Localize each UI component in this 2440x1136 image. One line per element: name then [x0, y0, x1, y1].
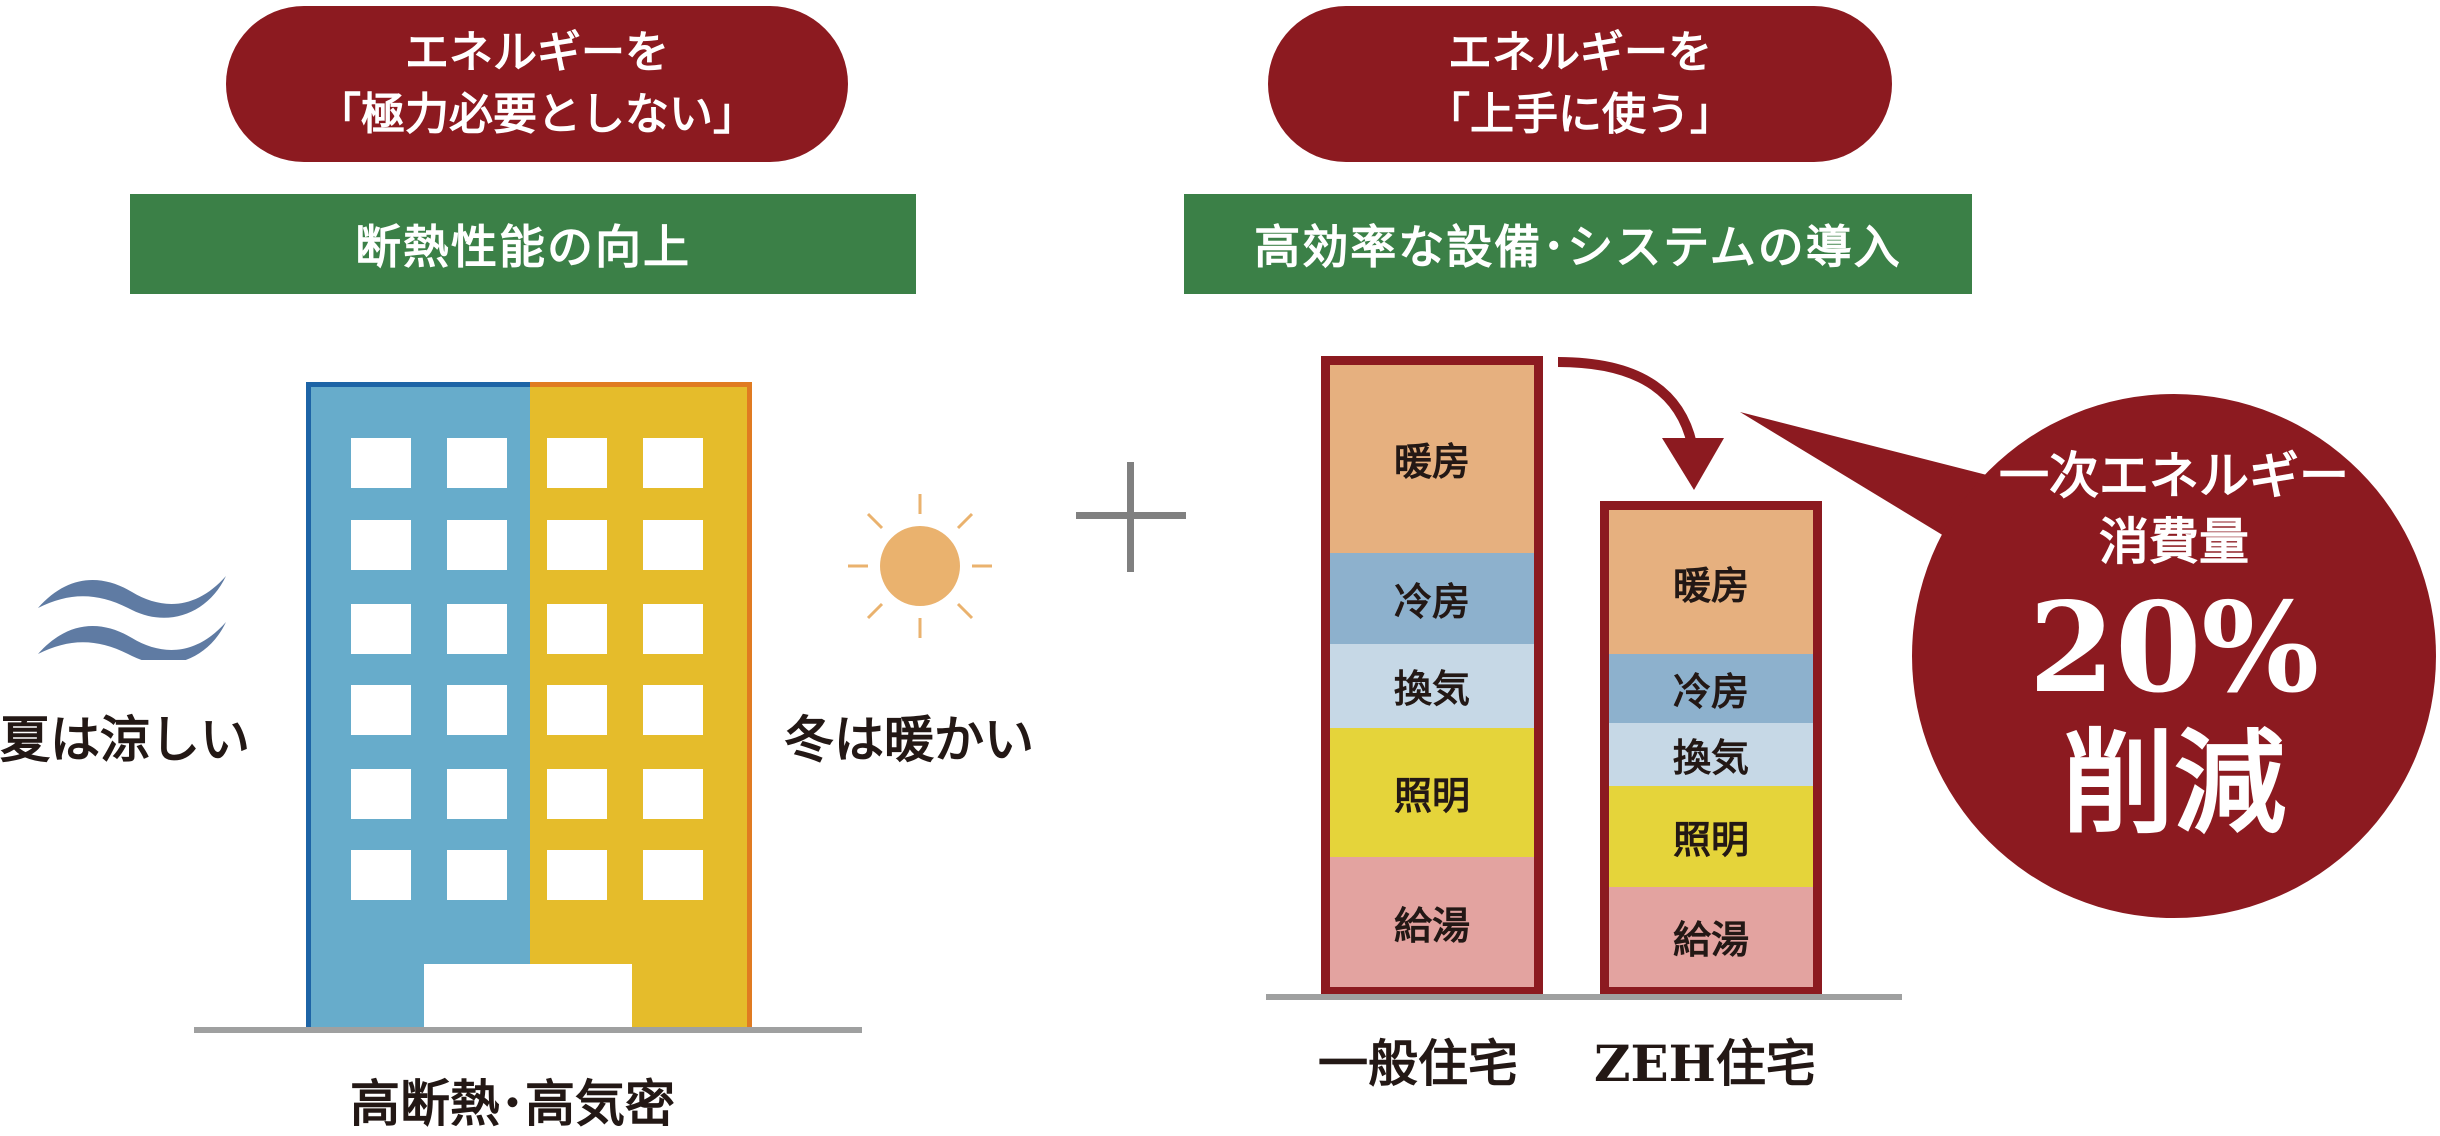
right-pill-line1: エネルギーを [1448, 27, 1712, 78]
right-heading-pill: エネルギーを 「上手に使う」 [1268, 6, 1892, 162]
building-window [643, 850, 703, 900]
reduction-callout-bubble [1740, 394, 2436, 918]
left-pill-line1: エネルギーを [405, 27, 669, 78]
callout-line2: 消費量 [2099, 512, 2249, 571]
building-window [351, 685, 411, 735]
building-entrance [424, 964, 632, 1030]
building-window [447, 604, 507, 654]
right-ground-line [1266, 994, 1902, 1000]
building-window [351, 438, 411, 488]
building-window [547, 769, 607, 819]
plus-icon [1076, 462, 1186, 572]
winter-label: 冬は暖かい [784, 710, 1034, 769]
building-window [643, 685, 703, 735]
bar-segment: 換気 [1330, 643, 1534, 728]
bar-general-house: 暖房冷房換気照明給湯 [1321, 356, 1543, 996]
bar-label-zeh: ZEH住宅 [1594, 1034, 1816, 1093]
callout-line1: 一次エネルギー [1999, 446, 2349, 505]
building-window [643, 520, 703, 570]
bar-segment: 暖房 [1330, 365, 1534, 553]
building-window [547, 685, 607, 735]
bar-zeh-house: 暖房冷房換気照明給湯 [1600, 501, 1822, 996]
building-window [447, 520, 507, 570]
right-green-label-text: 高効率な設備･システムの導入 [1254, 220, 1902, 274]
building-caption: 高断熱･高気密 [350, 1074, 675, 1133]
sun-icon [848, 494, 992, 638]
bar-segment: 照明 [1609, 786, 1813, 887]
callout-value: 20% [2028, 576, 2320, 721]
callout-line4: 削減 [2062, 718, 2286, 849]
bar-segment: 照明 [1330, 727, 1534, 858]
building-window [547, 438, 607, 488]
bar-label-general: 一般住宅 [1318, 1034, 1518, 1093]
building-window [447, 850, 507, 900]
left-green-label: 断熱性能の向上 [130, 194, 916, 294]
bar-segment: 換気 [1609, 723, 1813, 787]
wind-icon [38, 576, 226, 660]
building-window [351, 850, 411, 900]
left-green-label-text: 断熱性能の向上 [355, 220, 691, 274]
summer-label: 夏は涼しい [0, 710, 250, 769]
building-window [447, 438, 507, 488]
bar-segment: 冷房 [1330, 552, 1534, 644]
building-window [447, 769, 507, 819]
right-green-label: 高効率な設備･システムの導入 [1184, 194, 1972, 294]
bar-segment: 冷房 [1609, 654, 1813, 724]
building-window [547, 520, 607, 570]
left-heading-pill: エネルギーを 「極力必要としない」 [226, 6, 848, 162]
reduction-arrow-icon [1557, 357, 1724, 490]
building-window [447, 685, 507, 735]
building-window [351, 520, 411, 570]
building [306, 382, 752, 1030]
right-pill-line2: 「上手に使う」 [1426, 89, 1734, 140]
building-window [643, 438, 703, 488]
building-window [351, 604, 411, 654]
building-window [643, 604, 703, 654]
building-window [643, 769, 703, 819]
building-window [547, 850, 607, 900]
left-pill-line2: 「極力必要としない」 [317, 89, 757, 140]
building-window [547, 604, 607, 654]
bar-segment: 暖房 [1609, 510, 1813, 655]
left-ground-line [194, 1027, 862, 1033]
building-window [351, 769, 411, 819]
bar-segment: 給湯 [1330, 857, 1534, 987]
bar-segment: 給湯 [1609, 886, 1813, 988]
